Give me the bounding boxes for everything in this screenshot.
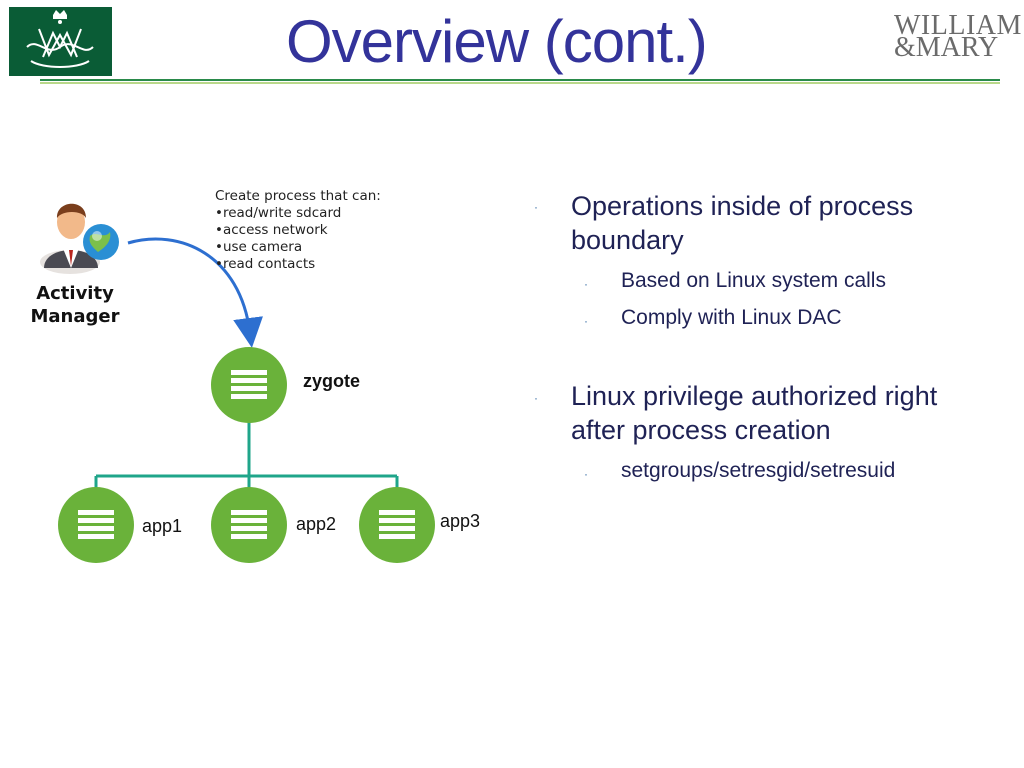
app3-node xyxy=(359,487,435,563)
page-title: Overview (cont.) xyxy=(286,8,708,75)
spawn-arrow xyxy=(127,237,263,348)
zygote-node xyxy=(211,347,287,423)
sub-bullet-item: Based on Linux system calls xyxy=(621,269,886,292)
crest-icon xyxy=(26,10,94,68)
callout-heading: Create process that can: xyxy=(215,188,381,204)
activity-manager-label-line-1: Activity xyxy=(36,283,114,304)
header-rule xyxy=(40,79,1000,81)
callout-item: •use camera xyxy=(215,239,303,255)
app3-label: app3 xyxy=(440,511,481,531)
tree-connector xyxy=(94,422,399,488)
wm-wordmark-logo: WILLIAM &MARY xyxy=(894,10,1022,63)
sub-bullet-marker: · xyxy=(584,277,588,291)
bullet-marker: · xyxy=(534,200,538,214)
zygote-label: zygote xyxy=(303,371,361,391)
crest-logo xyxy=(9,7,112,76)
callout-item: •read contacts xyxy=(215,256,316,272)
callout-item: •read/write sdcard xyxy=(215,205,342,221)
person-globe-icon xyxy=(40,203,119,274)
app2-node xyxy=(211,487,287,563)
activity-manager-label: Activity Manager xyxy=(22,282,128,328)
activity-manager-label-line-2: Manager xyxy=(30,306,120,327)
app2-label: app2 xyxy=(296,514,337,534)
callout-item: •access network xyxy=(215,222,328,238)
logo-line-2: &MARY xyxy=(894,32,999,63)
logo-line-1: WILLIAM xyxy=(894,10,1022,41)
bullet-item: Linux privilege authorized right after p… xyxy=(571,381,938,445)
bullet-item: Operations inside of process boundary xyxy=(571,191,914,255)
app1-node xyxy=(58,487,134,563)
sub-bullet-marker: · xyxy=(584,467,588,481)
bullet-marker: · xyxy=(534,391,538,405)
app1-label: app1 xyxy=(142,516,183,536)
sub-bullet-item: setgroups/setresgid/setresuid xyxy=(621,459,896,482)
header-rule-accent xyxy=(40,82,1000,84)
sub-bullet-item: Comply with Linux DAC xyxy=(621,306,842,329)
sub-bullet-marker: · xyxy=(584,314,588,328)
capabilities-callout: Create process that can: •read/write sdc… xyxy=(215,188,381,273)
